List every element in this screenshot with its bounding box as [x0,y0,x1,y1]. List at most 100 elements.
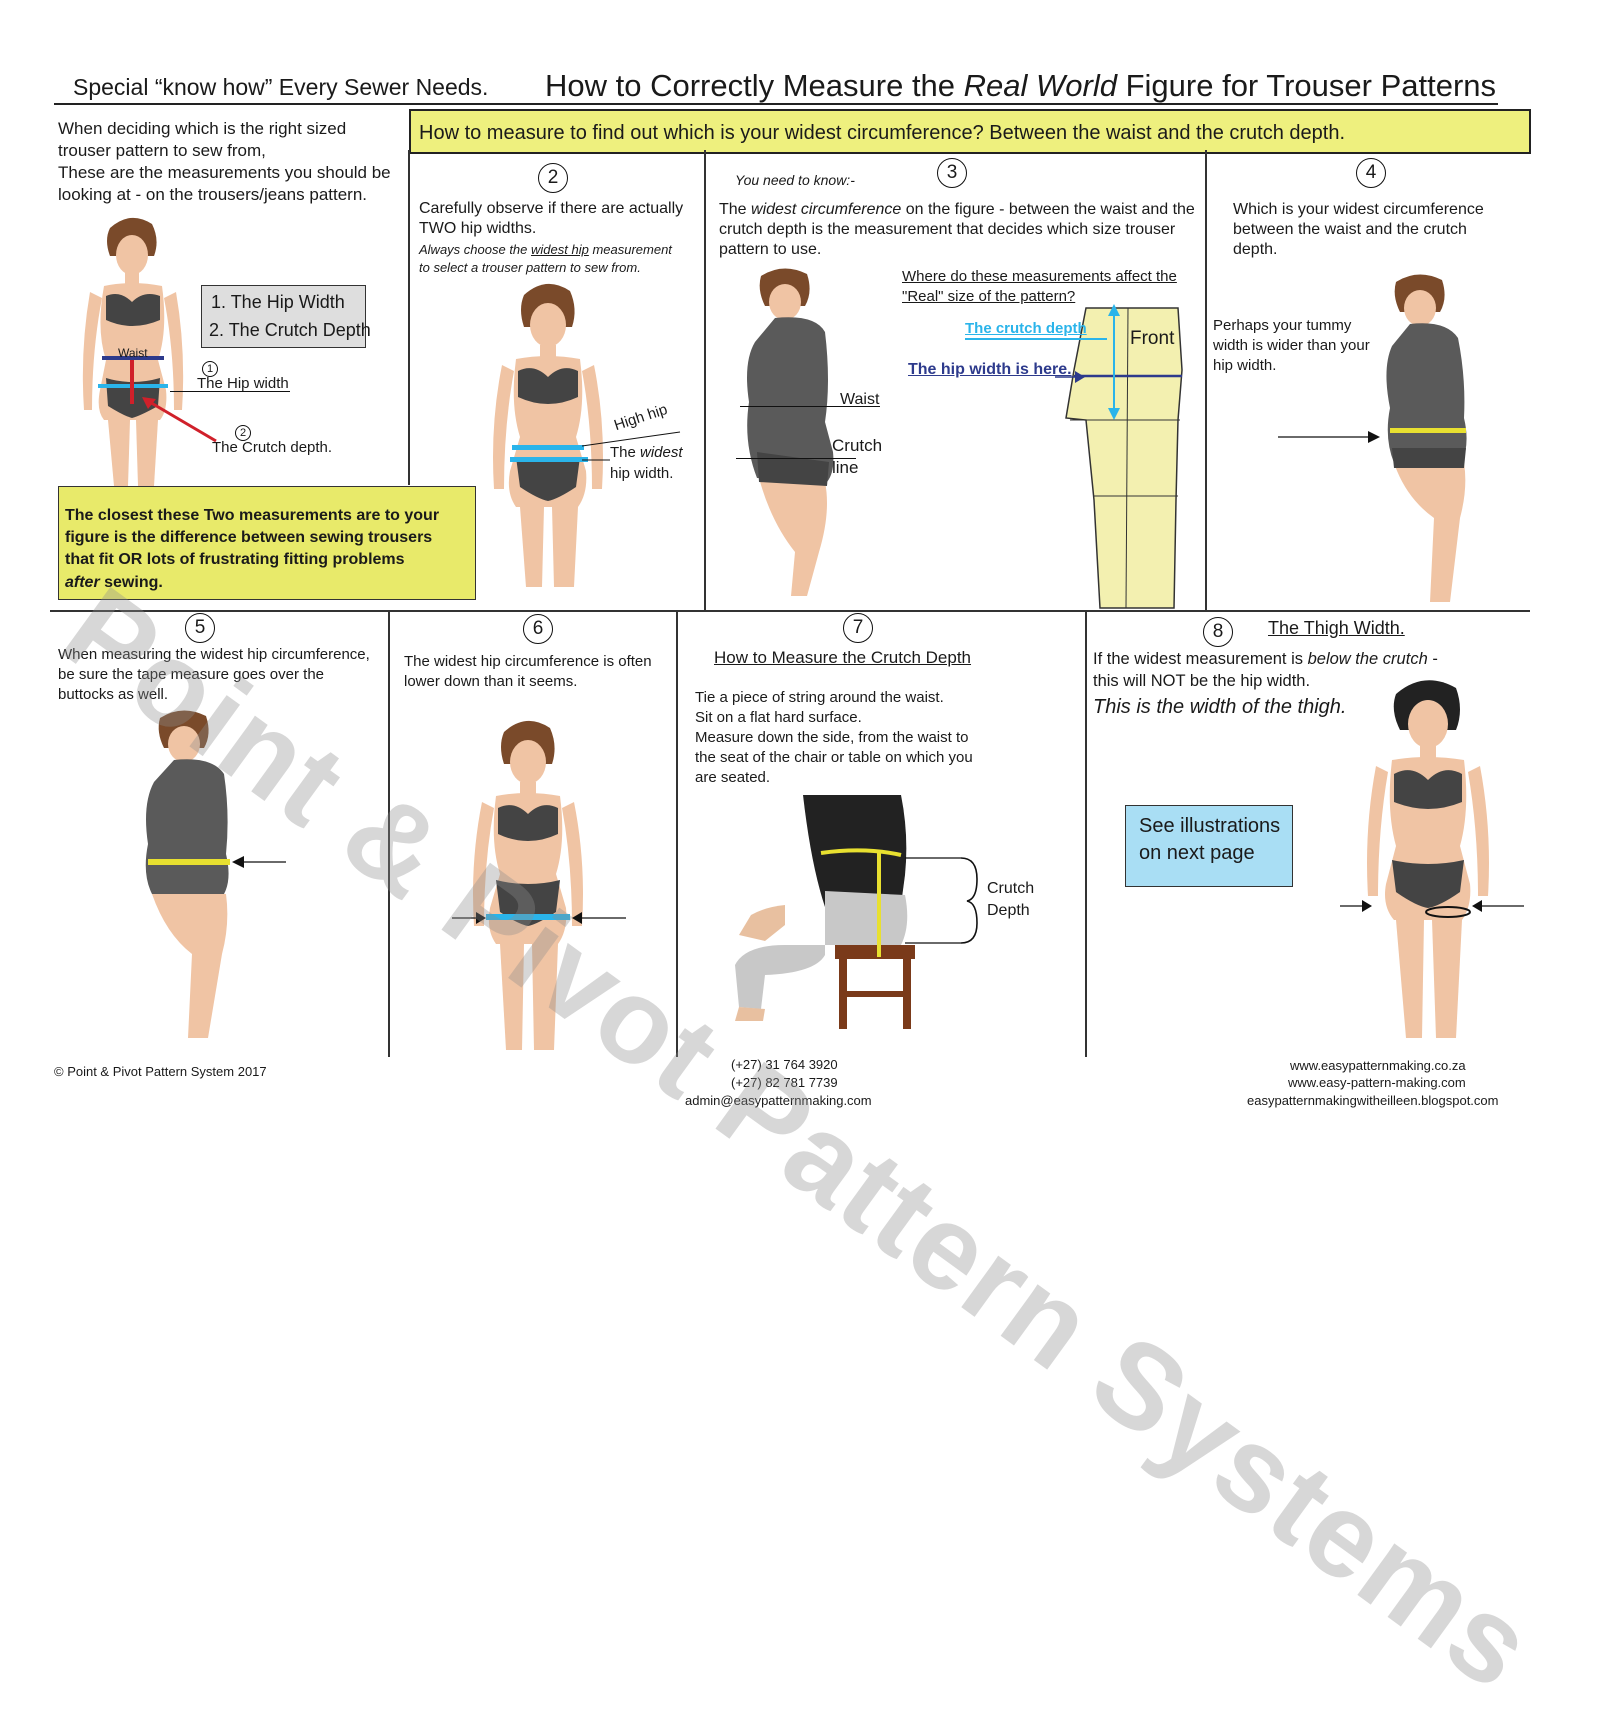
panel6-line: The widest hip circumference is often [404,653,652,670]
measurements-box [201,285,366,348]
panel3-line: crutch depth is the measurement that dec… [719,221,1176,238]
hip-arrows [452,912,626,924]
see-next-box[interactable] [1125,805,1293,887]
figure-front-1 [82,217,184,486]
panel2-line: TWO hip widths. [419,220,537,237]
phone-number: (+27) 82 781 7739 [731,1075,838,1090]
blog-link[interactable]: easypatternmakingwitheilleen.blogspot.co… [1247,1093,1499,1108]
panel2-line: Carefully observe if there are actually [419,200,684,217]
crutch-depth-label: The Crutch depth. [212,439,333,456]
line-part: on the figure - between the waist and th… [901,201,1195,218]
panel7-line: Sit on a flat hard surface. [695,709,862,726]
panel8-line: If the widest measurement is below the c… [1093,650,1438,669]
website-link[interactable]: www.easy-pattern-making.com [1288,1075,1466,1090]
panel7-line: Measure down the side, from the waist to [695,729,969,746]
figure-front-6 [473,720,583,1050]
see-next-text: See illustrations [1139,815,1281,837]
panel1-line: When deciding which is the right sized [58,119,347,138]
crutch-label: line [832,458,859,477]
panel7-line: are seated. [695,769,771,786]
line-emphasis: below the crutch [1307,650,1428,668]
where-question: Where do these measurements affect the [902,268,1177,285]
figure-side-3 [747,268,834,596]
line-part: - [1427,650,1438,668]
thigh-arrows [1340,900,1524,912]
panel4-line: Which is your widest circumference [1233,201,1484,218]
tummy-note: Perhaps your tummy [1213,317,1352,334]
depth-label: Depth [987,902,1030,919]
panel5-line: buttocks as well. [58,686,169,703]
panel4-line: depth. [1233,241,1278,258]
divider [704,150,706,610]
callout-line: after sewing. [65,574,163,592]
tummy-note: hip width. [1213,357,1277,374]
figure-back-5 [145,710,230,1038]
line-part: The [719,201,752,218]
figure-front-2 [493,283,603,587]
tummy-note: width is wider than your [1213,337,1370,354]
panel1-line: These are the measurements you should be [58,163,391,182]
line-emphasis: widest circumference [751,201,902,218]
page-title: How to Correctly Measure the Real World … [545,68,1496,104]
figure-side-4 [1386,274,1467,602]
hip-pointer [1055,371,1085,383]
hip-width-label: The hip width is here. [908,361,1072,378]
crutch-label: Crutch [832,436,883,455]
title-part: Figure for Trouser Patterns [1116,68,1497,103]
copyright: © Point & Pivot Pattern System 2017 [54,1064,267,1079]
where-question: "Real" size of the pattern? [902,288,1076,305]
widest-hip-label: The widest [610,444,683,461]
callout-box [58,486,476,600]
note-part: measurement [588,242,672,257]
panel1-line: trouser pattern to sew from, [58,141,266,160]
panel2-note: to select a trouser pattern to sew from. [419,260,641,275]
callout-end: sewing. [99,574,163,591]
panel3-line: The widest circumference on the figure -… [719,200,1195,221]
panel2-note: Always choose the widest hip measurement [419,242,672,257]
tummy-arrow [1278,431,1380,443]
callout-number-1: 1 [202,361,218,377]
divider [676,612,678,1057]
hip-width-label: The Hip width [197,375,289,392]
measurement-item: 2. The Crutch Depth [209,320,371,340]
title-part: How to Correctly Measure the [545,68,964,103]
crutch-arrow [142,397,217,443]
banner-text: How to measure to find out which is your… [419,122,1346,144]
crutch-pointer [965,338,1107,340]
front-label: Front [1130,328,1175,349]
crutch-line [736,458,856,459]
crutch-label: Crutch [987,880,1035,897]
panel6-line: lower down than it seems. [404,673,578,690]
see-next-text: on next page [1139,842,1255,864]
callout-line: that fit OR lots of frustrating fitting … [65,551,405,568]
hip-arrow [232,856,286,868]
email-link[interactable]: admin@easypatternmaking.com [685,1093,872,1108]
need-to-know: You need to know:- [735,172,855,188]
header-subtitle: Special “know how” Every Sewer Needs. [73,74,489,100]
widest-hip-label: hip width. [610,465,674,482]
step-number: 7 [843,613,873,643]
panel5-line: be sure the tape measure goes over the [58,666,325,683]
step-number: 4 [1356,158,1386,188]
trouser-pattern-diagram [1065,304,1183,609]
title-emphasis: Real World [963,68,1117,103]
hip-pointers [581,431,681,461]
panel5-line: When measuring the widest hip circumfere… [58,646,370,663]
banner-box [409,109,1531,154]
panel3-line: pattern to use. [719,241,822,258]
step-number: 3 [937,158,967,188]
step-number: 6 [523,614,553,644]
website-link[interactable]: www.easypatternmaking.co.za [1290,1058,1466,1073]
seated-photo-illustration [735,795,915,1029]
phone-number: (+27) 31 764 3920 [731,1057,838,1072]
label-part: The [610,444,641,461]
crutch-depth-bracket [905,857,978,944]
callout-emphasis: after [65,574,100,591]
panel7-line: the seat of the chair or table on which … [695,749,973,766]
panel4-line: between the waist and the crutch [1233,221,1467,238]
divider [1085,612,1087,1057]
panel7-heading: How to Measure the Crutch Depth [714,648,972,667]
figure-front-8 [1367,680,1489,1038]
hip-width-pointer [170,391,290,392]
panel7-line: Tie a piece of string around the waist. [695,689,944,706]
